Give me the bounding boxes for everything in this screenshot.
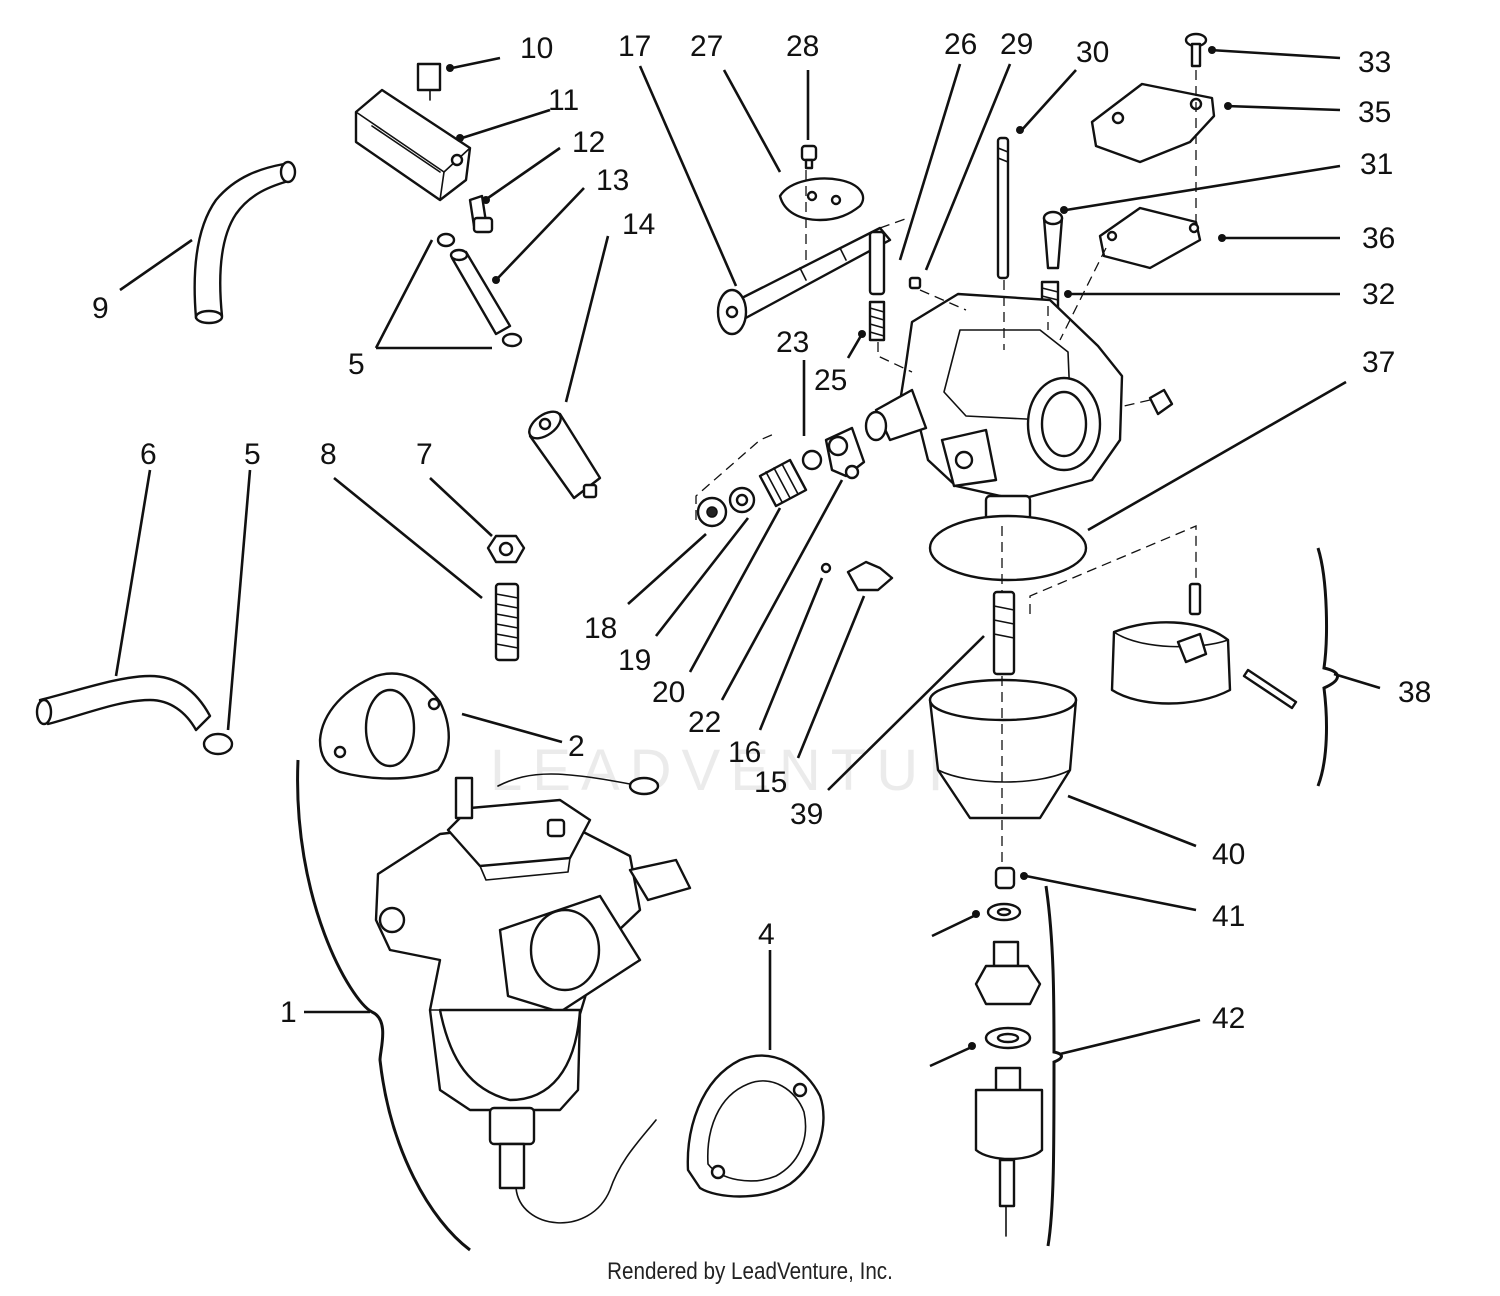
callout-20: 20 xyxy=(652,676,685,709)
callout-27: 29 xyxy=(1000,28,1033,61)
callout-29: 31 xyxy=(1360,148,1393,181)
callout-17: 17 xyxy=(618,30,651,63)
screw-29 xyxy=(1042,210,1064,270)
callout-37: 39 xyxy=(790,798,823,831)
callout-14: 14 xyxy=(622,208,655,241)
callout-15: 15 xyxy=(754,766,787,799)
callout-5-upper: 5 xyxy=(348,348,365,381)
washer-41 xyxy=(986,902,1022,922)
callout-33: 36 xyxy=(1362,222,1395,255)
throttle-shaft-17 xyxy=(716,226,892,336)
callout-16: 16 xyxy=(728,736,761,769)
callout-6: 6 xyxy=(140,438,157,471)
callout-labels: 10 11 12 13 14 9 5 6 5 8 7 2 1 4 17 27 2… xyxy=(92,28,1431,1035)
bracket-36 xyxy=(1316,547,1339,787)
fuel-filter-14 xyxy=(528,410,602,500)
callout-40: 42 xyxy=(1212,1002,1245,1035)
callout-10: 10 xyxy=(520,32,553,65)
throttle-plate-25 xyxy=(778,177,865,222)
leader-lines xyxy=(114,48,1381,1068)
carburetor-body xyxy=(864,292,1174,526)
screw-16 xyxy=(820,562,832,574)
callout-36: 38 xyxy=(1398,676,1431,709)
fuel-hose-6 xyxy=(35,674,234,756)
spring-20 xyxy=(758,458,808,508)
callout-8: 8 xyxy=(320,438,337,471)
watermark: LEADVENTURE xyxy=(490,738,1029,803)
callout-31: 33 xyxy=(1358,46,1391,79)
fuel-hose-9 xyxy=(193,160,297,325)
ring-21 xyxy=(801,449,823,471)
leader-arrowheads xyxy=(446,46,1232,1050)
callout-39: 41 xyxy=(1212,900,1245,933)
needle-37 xyxy=(992,590,1016,676)
fuel-solenoid-40 xyxy=(974,940,1044,1237)
screw-23 xyxy=(868,230,886,342)
washer-42 xyxy=(984,1026,1032,1050)
callout-24: 26 xyxy=(944,28,977,61)
screw-39 xyxy=(994,866,1016,890)
callout-13: 13 xyxy=(596,164,629,197)
gasket-2 xyxy=(318,672,450,780)
lever-22 xyxy=(824,426,866,480)
callout-1: 1 xyxy=(280,996,297,1029)
fuel-pump-11 xyxy=(354,62,472,202)
callout-22: 22 xyxy=(688,706,721,739)
washer-19 xyxy=(728,486,756,514)
callout-35: 37 xyxy=(1362,346,1395,379)
gasket-4 xyxy=(686,1054,825,1198)
assembly-lines xyxy=(695,70,1197,866)
screw-27 xyxy=(908,276,922,290)
needle-28 xyxy=(996,136,1010,280)
callout-12: 12 xyxy=(572,126,605,159)
gasket-33 xyxy=(1098,206,1202,270)
screw-26 xyxy=(800,144,818,170)
nut-7 xyxy=(486,534,526,564)
callout-26: 28 xyxy=(786,30,819,63)
callout-9: 9 xyxy=(92,292,109,325)
callout-38: 40 xyxy=(1212,838,1245,871)
fuel-bowl-38 xyxy=(928,678,1078,820)
callout-4: 4 xyxy=(758,918,775,951)
callout-5-lower: 5 xyxy=(244,438,261,471)
callout-28: 30 xyxy=(1076,36,1109,69)
float-36 xyxy=(1110,582,1298,710)
screw-31 xyxy=(1184,32,1208,68)
fuel-line-13 xyxy=(436,232,523,348)
callout-11: 11 xyxy=(548,84,579,117)
callout-25: 27 xyxy=(690,30,723,63)
callout-19: 19 xyxy=(618,644,651,677)
callout-18: 18 xyxy=(584,612,617,645)
o-ring-35 xyxy=(928,514,1088,582)
callout-21: 23 xyxy=(776,326,809,359)
fitting-12 xyxy=(468,194,494,234)
bracket-15 xyxy=(846,560,894,592)
stud-8 xyxy=(494,582,520,662)
callout-30: 32 xyxy=(1362,278,1395,311)
seal-18 xyxy=(696,496,728,528)
cover-32 xyxy=(1090,82,1216,164)
bracket-40 xyxy=(1044,885,1063,1247)
callout-2: 2 xyxy=(568,730,585,763)
callout-23: 25 xyxy=(814,364,847,397)
footer-credit: Rendered by LeadVenture, Inc. xyxy=(607,1258,893,1285)
bracket-1 xyxy=(296,759,471,1252)
callout-32: 35 xyxy=(1358,96,1391,129)
carburetor-assembly-1 xyxy=(374,773,692,1224)
callout-7: 7 xyxy=(416,438,433,471)
